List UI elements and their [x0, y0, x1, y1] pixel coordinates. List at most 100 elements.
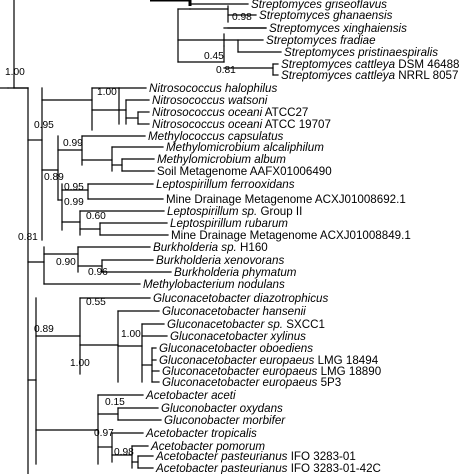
leaf-label: Nitrosococcus oceani ATCC27 [152, 106, 308, 119]
leaf-label: Gluconacetobacter europaeus LMG 18494 [159, 354, 379, 367]
leaf-label-plain: Group II [257, 205, 302, 218]
leaf-label-italic: Streptomyces griseoflavus [251, 0, 387, 11]
leaf-label: Nitrosococcus halophilus [149, 82, 277, 95]
leaf-label-italic: Gluconacetobacter europaeus [159, 354, 315, 367]
leaf-label-italic: Leptospirillum sp. [167, 205, 257, 218]
leaf-label: Methylococcus capsulatus [148, 130, 284, 143]
support-value: 0.89 [44, 172, 64, 183]
leaf-label-italic: Streptomyces xinghaiensis [269, 22, 407, 35]
leaf-label: Mine Drainage Metagenome ACXJ01008849.1 [171, 229, 411, 242]
leaf-label: Gluconobacter morbifer [164, 414, 286, 427]
leaf-label-italic: Streptomyces fradiae [266, 34, 376, 47]
leaf-label-italic: Streptomyces pristinaespiralis [284, 46, 438, 59]
support-value: 0.97 [94, 428, 114, 439]
support-value: 0.90 [56, 257, 76, 268]
leaf-label: Gluconacetobacter oboediens [159, 342, 313, 355]
leaf-label: Methylobacterium nodulans [143, 278, 285, 291]
leaf-label: Nitrosococcus oceani ATCC 19707 [152, 118, 331, 131]
leaf-label: Acetobacter pasteurianus IFO 3283-01-42C [155, 462, 381, 474]
leaf-label: Burkholderia sp. H160 [153, 241, 268, 254]
tree-branches [0, 0, 282, 474]
support-value: 0.95 [34, 120, 54, 131]
leaf-label-italic: Gluconacetobacter europaeus [162, 365, 318, 378]
leaf-label-plain: Mine Drainage Metagenome ACXJ01008692.1 [166, 193, 406, 206]
leaf-label-plain: Mine Drainage Metagenome ACXJ01008849.1 [171, 229, 411, 242]
leaf-label-italic: Acetobacter aceti [145, 389, 236, 402]
leaf-label: Gluconacetobacter europaeus LMG 18890 [162, 365, 381, 378]
leaf-label: Leptospirillum sp. Group II [167, 205, 302, 218]
leaf-label-plain: IFO 3283-01-42C [287, 462, 380, 474]
leaf-label-plain: ATCC 19707 [262, 118, 331, 131]
leaf-label: Gluconacetobacter europaeus 5P3 [162, 376, 341, 389]
leaf-label-italic: Methylobacterium nodulans [143, 278, 285, 291]
leaf-label: Methylomicrobium alcaliphilum [166, 141, 324, 154]
leaf-label: Streptomyces cattleya NRRL 8057 [281, 69, 458, 82]
leaf-label-plain: LMG 18890 [317, 365, 381, 378]
leaf-label-plain: ATCC27 [262, 106, 308, 119]
support-value: 0.15 [105, 397, 125, 408]
leaf-label-italic: Gluconobacter morbifer [164, 414, 286, 427]
leaf-label-italic: Nitrosococcus watsoni [152, 94, 268, 107]
leaf-label-italic: Acetobacter pomorum [150, 440, 265, 453]
leaf-label: Gluconobacter oxydans [161, 402, 283, 415]
leaf-label-italic: Streptomyces ghanaensis [259, 9, 393, 22]
leaf-label-italic: Nitrosococcus oceani [152, 118, 263, 131]
leaf-label: Leptospirillum ferrooxidans [156, 178, 295, 191]
support-value: 0.95 [64, 182, 84, 193]
leaf-label-italic: Acetobacter pasteurianus [155, 450, 288, 463]
leaf-label: Leptospirillum rubarum [170, 217, 288, 230]
leaf-label: Soil Metagenome AAFX01006490 [157, 165, 332, 178]
support-value: 0.45 [204, 51, 224, 62]
leaf-label-italic: Gluconacetobacter diazotrophicus [153, 292, 329, 305]
support-values: 0.980.450.811.001.000.950.990.890.950.99… [5, 12, 252, 458]
leaf-label: Streptomyces fradiae [266, 34, 376, 47]
leaf-label: Nitrosococcus watsoni [152, 94, 268, 107]
support-value: 0.98 [232, 12, 252, 23]
support-value: 0.96 [88, 267, 108, 278]
leaf-label: Gluconacetobacter xylinus [170, 330, 306, 343]
support-value: 0.60 [86, 211, 106, 222]
leaf-label-plain: NRRL 8057 [395, 69, 458, 82]
leaf-label: Gluconacetobacter hansenii [162, 305, 306, 318]
leaf-label: Streptomyces ghanaensis [259, 9, 393, 22]
leaf-label-italic: Gluconacetobacter hansenii [162, 305, 306, 318]
leaf-label: Burkholderia phymatum [174, 266, 297, 279]
leaf-label: Methylomicrobium album [157, 153, 286, 166]
support-value: 1.00 [121, 329, 141, 340]
leaf-label: Mine Drainage Metagenome ACXJ01008692.1 [166, 193, 406, 206]
support-value: 0.81 [216, 65, 236, 76]
support-value: 1.00 [5, 67, 25, 78]
leaf-label-plain: IFO 3283-01 [287, 450, 355, 463]
support-value: 1.00 [97, 87, 117, 98]
leaf-label-plain: 5P3 [317, 376, 341, 389]
leaf-label-plain: SXCC1 [283, 318, 325, 331]
leaf-label-plain: H160 [237, 241, 268, 254]
leaf-label-italic: Gluconacetobacter sp. [167, 318, 283, 331]
leaf-label-italic: Nitrosococcus halophilus [149, 82, 277, 95]
leaf-label-plain: DSM 46488 [395, 58, 459, 71]
leaf-label-italic: Acetobacter tropicalis [145, 427, 257, 440]
leaf-label: Gluconacetobacter diazotrophicus [153, 292, 329, 305]
leaf-label-italic: Burkholderia sp. [153, 241, 237, 254]
leaf-label: Streptomyces pristinaespiralis [284, 46, 438, 59]
leaf-label-italic: Nitrosococcus oceani [152, 106, 263, 119]
leaf-label: Acetobacter pasteurianus IFO 3283-01 [155, 450, 356, 463]
support-value: 0.89 [34, 324, 54, 335]
leaf-label-italic: Methylomicrobium album [157, 153, 286, 166]
leaf-label-italic: Burkholderia xenovorans [156, 254, 284, 267]
leaf-label-plain: LMG 18494 [314, 354, 378, 367]
leaf-label-italic: Gluconobacter oxydans [161, 402, 283, 415]
leaf-label: Streptomyces cattleya DSM 46488 [281, 58, 460, 71]
leaf-label-italic: Acetobacter pasteurianus [155, 462, 288, 474]
leaf-label: Acetobacter tropicalis [145, 427, 257, 440]
leaf-label-italic: Streptomyces cattleya [281, 69, 396, 82]
support-value: 1.00 [70, 358, 90, 369]
leaf-label: Acetobacter aceti [145, 389, 236, 402]
leaf-label: Burkholderia xenovorans [156, 254, 284, 267]
leaf-label-italic: Gluconacetobacter oboediens [159, 342, 313, 355]
leaf-label: Acetobacter pomorum [150, 440, 265, 453]
leaf-label-italic: Leptospirillum ferrooxidans [156, 178, 295, 191]
leaf-label: Streptomyces xinghaiensis [269, 22, 407, 35]
leaf-label: Gluconacetobacter sp. SXCC1 [167, 318, 325, 331]
